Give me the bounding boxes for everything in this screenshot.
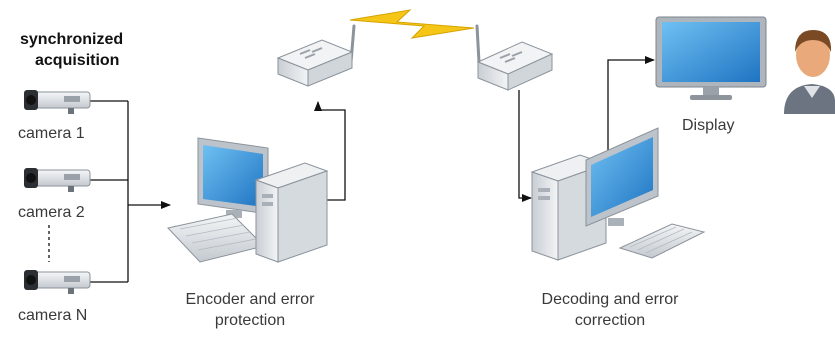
title-line-1: synchronized — [20, 31, 124, 48]
computer-icon — [167, 137, 329, 263]
router-icon — [475, 24, 554, 91]
camera-icon — [24, 270, 91, 294]
encoder-label-line-2: protection — [214, 312, 286, 329]
lightning-icon — [349, 9, 475, 39]
display-label: Display — [682, 117, 735, 134]
router-icon — [276, 24, 356, 87]
camera-icon — [24, 168, 91, 192]
decoder-label-line-1: Decoding and error — [541, 291, 679, 308]
connection-lines — [48, 56, 655, 283]
camera-label-n: camera N — [18, 307, 88, 324]
computer-icon — [530, 127, 706, 261]
encoder-label-line-1: Encoder and error — [185, 291, 315, 308]
decoder-label-line-2: correction — [574, 312, 646, 329]
monitor-icon — [655, 16, 767, 100]
camera-label-2: camera 2 — [18, 204, 85, 221]
camera-label-1: camera 1 — [18, 125, 85, 142]
person-icon — [784, 30, 835, 114]
camera-icon — [24, 90, 91, 114]
title-line-2: acquisition — [35, 52, 120, 69]
